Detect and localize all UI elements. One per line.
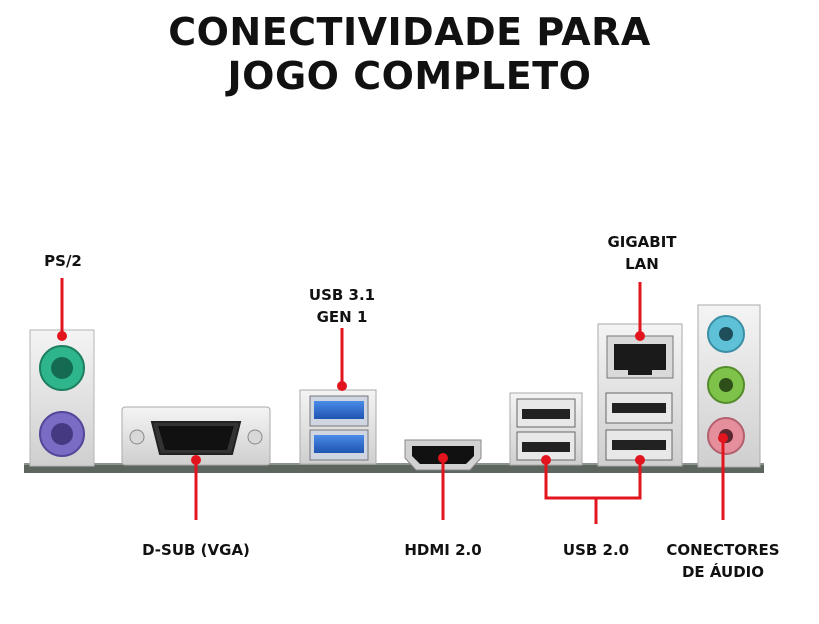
label-audio-line1: CONECTORES [666, 541, 780, 559]
label-usb20: USB 2.0 [562, 541, 630, 559]
io-shield-plate [24, 463, 764, 473]
label-audio-connectors: CONECTORES DE ÁUDIO [656, 539, 790, 583]
lan-usb20-stack [597, 323, 683, 467]
callout-dots [57, 331, 728, 465]
label-hdmi: HDMI 2.0 [404, 541, 482, 559]
ps2-port [29, 329, 95, 467]
label-usb31-gen1: USB 3.1 GEN 1 [300, 284, 384, 328]
rj45-lan-port-icon [606, 335, 674, 379]
label-gigabit-line2: LAN [625, 255, 659, 273]
callout-lines [60, 278, 725, 524]
vga-dsub-port [121, 406, 271, 466]
label-gigabit-lan: GIGABIT LAN [594, 231, 690, 275]
label-gigabit-line1: GIGABIT [607, 233, 677, 251]
usb20-ports-left [509, 392, 583, 466]
title-line-1: CONECTIVIDADE PARA [168, 10, 651, 54]
callout-line-usb20 [544, 460, 642, 500]
label-dsub-vga: D-SUB (VGA) [142, 541, 250, 559]
page-title: CONECTIVIDADE PARA JOGO COMPLETO [0, 10, 819, 98]
label-usb31-line1: USB 3.1 [308, 286, 376, 304]
label-audio-line2: DE ÁUDIO [681, 563, 765, 581]
audio-jacks [697, 304, 761, 468]
label-ps2: PS/2 [44, 252, 82, 270]
usb31-gen1-ports [299, 389, 377, 465]
title-line-2: JOGO COMPLETO [227, 54, 592, 98]
label-usb31-line2: GEN 1 [316, 308, 368, 326]
